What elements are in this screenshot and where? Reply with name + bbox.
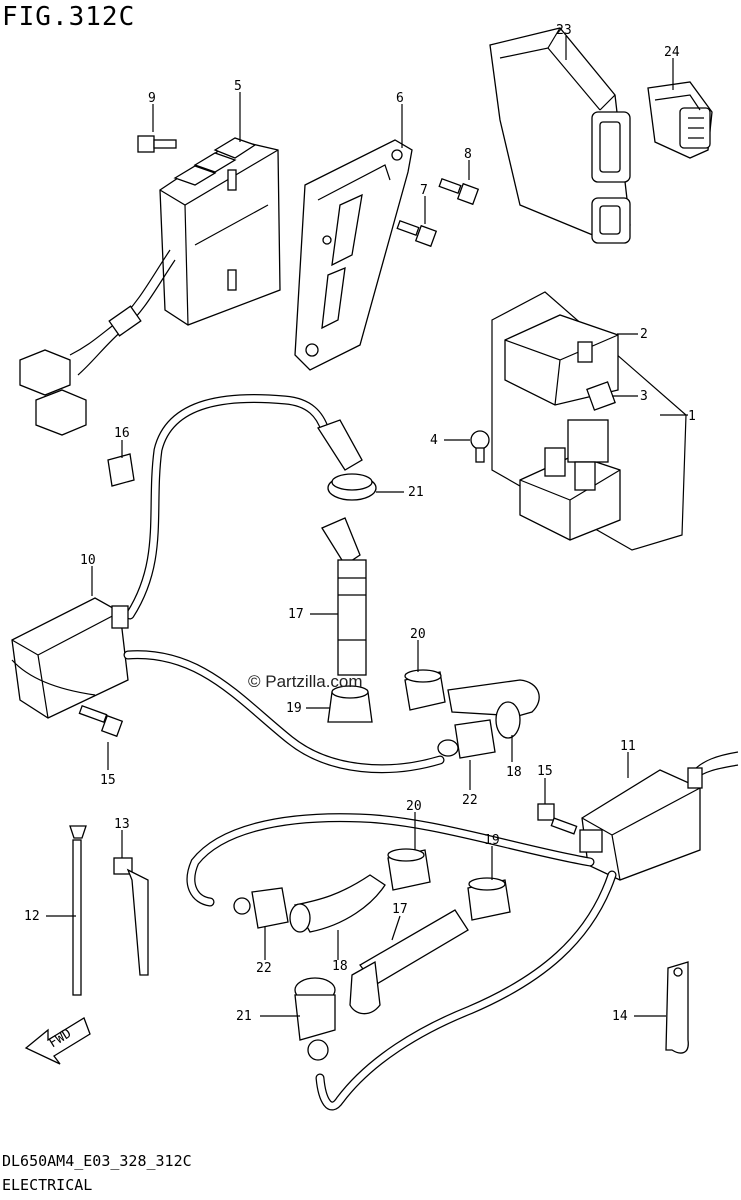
footer-code: DL650AM4_E03_328_312C: [2, 1152, 192, 1170]
spark-plug-cap-upper[interactable]: [317, 419, 377, 501]
boot-upper[interactable]: [447, 679, 540, 739]
callout-21-upper: 21: [408, 485, 424, 500]
grommet-upper[interactable]: [404, 669, 446, 711]
bolt-9[interactable]: [137, 135, 177, 153]
callout-20-upper: 20: [410, 627, 426, 642]
callout-9: 9: [148, 91, 156, 106]
bolt-7[interactable]: [396, 219, 438, 248]
leader-lines: [46, 36, 688, 1017]
callout-22-lower: 22: [256, 961, 272, 976]
callout-13: 13: [114, 817, 130, 832]
plug-seal-lower[interactable]: [467, 877, 511, 921]
callout-18-lower: 18: [332, 959, 348, 974]
connector-lower[interactable]: [233, 887, 289, 929]
ignition-lead-middle[interactable]: [123, 650, 445, 774]
plug-cap-upper[interactable]: [321, 517, 367, 676]
callout-1: 1: [688, 409, 696, 424]
cushion-pad[interactable]: [107, 453, 135, 487]
screw-4[interactable]: [470, 430, 490, 463]
callout-4: 4: [430, 433, 438, 448]
callout-22-upper: 22: [462, 793, 478, 808]
spark-plug-cap-lower[interactable]: [294, 977, 336, 1061]
boot-lower[interactable]: [289, 874, 386, 933]
callout-19-lower: 19: [484, 833, 500, 848]
watermark: © Partzilla.com: [248, 672, 363, 691]
callout-17-upper: 17: [288, 607, 304, 622]
bolt-8[interactable]: [438, 177, 480, 206]
callout-11: 11: [620, 739, 636, 754]
callout-19-upper: 19: [286, 701, 302, 716]
callout-14: 14: [612, 1009, 628, 1024]
callout-15-left: 15: [100, 773, 116, 788]
callout-2: 2: [640, 327, 648, 342]
callout-16: 16: [114, 426, 130, 441]
figure-title: FIG.312C: [2, 2, 136, 32]
fwd-arrow-icon: FWD: [24, 1017, 91, 1065]
ignition-coil-rear[interactable]: [579, 751, 739, 881]
callout-3: 3: [640, 389, 648, 404]
bolt-15-left[interactable]: [78, 704, 124, 738]
callout-7: 7: [420, 183, 428, 198]
starter-relay-assembly[interactable]: [491, 291, 687, 551]
callout-18-upper: 18: [506, 765, 522, 780]
callout-labels: 1 2 3 4 5 6 7 8 9 10 11 12 13 14 15 15 1…: [24, 23, 696, 1024]
connector-upper[interactable]: [437, 719, 496, 759]
callout-12: 12: [24, 909, 40, 924]
ignition-lead-upper[interactable]: [125, 394, 330, 620]
callout-17-lower: 17: [392, 902, 408, 917]
ignition-lead-rear[interactable]: [186, 813, 617, 1111]
mounting-bracket[interactable]: [294, 139, 413, 371]
ecm-unit[interactable]: [489, 27, 631, 244]
callout-6: 6: [396, 91, 404, 106]
clamp-14[interactable]: [665, 961, 689, 1054]
callout-24: 24: [664, 45, 680, 60]
callout-20-lower: 20: [406, 799, 422, 814]
callout-8: 8: [464, 147, 472, 162]
callout-23: 23: [556, 23, 572, 38]
callout-5: 5: [234, 79, 242, 94]
callout-15-right: 15: [537, 764, 553, 779]
regulator-rectifier[interactable]: [19, 137, 281, 436]
callout-21-lower: 21: [236, 1009, 252, 1024]
bolt-15-right[interactable]: [537, 803, 578, 835]
callout-10: 10: [80, 553, 96, 568]
grommet-lower[interactable]: [387, 848, 431, 891]
plug-cap-lower[interactable]: [349, 909, 469, 1015]
cable-tie-12[interactable]: [69, 825, 87, 996]
footer-name: ELECTRICAL: [2, 1176, 93, 1194]
clamp-13[interactable]: [113, 857, 149, 976]
sensor-connector[interactable]: [647, 81, 713, 159]
plug-seal-upper[interactable]: [327, 685, 373, 723]
ignition-coil-front[interactable]: [11, 597, 129, 719]
